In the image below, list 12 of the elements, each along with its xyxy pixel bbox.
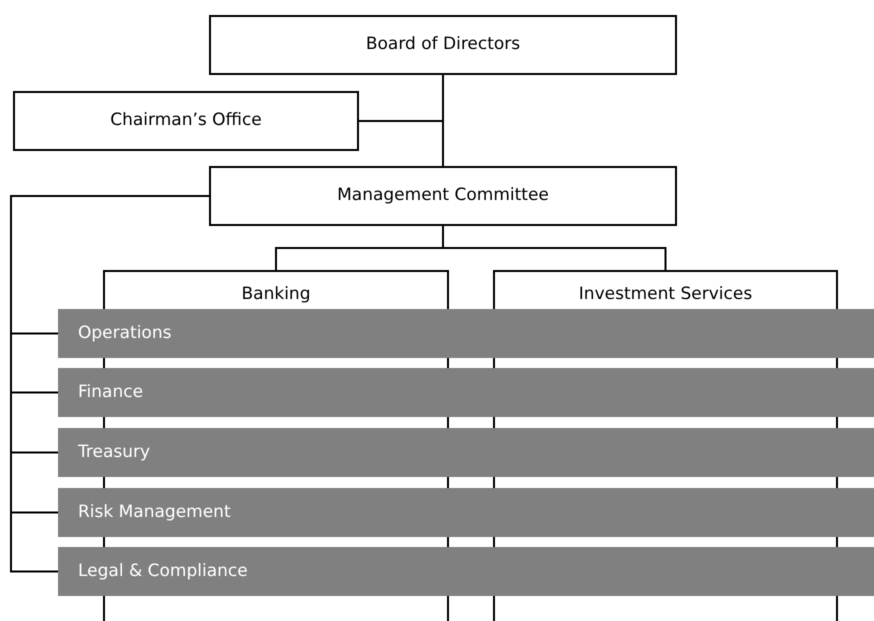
function-band: Risk Management bbox=[58, 488, 874, 537]
org-box: Board of Directors bbox=[209, 15, 677, 75]
org-box: Management Committee bbox=[209, 166, 677, 226]
connector-line bbox=[442, 75, 444, 166]
org-box: Chairman’s Office bbox=[13, 91, 359, 151]
function-band: Finance bbox=[58, 368, 874, 417]
division-column: Banking bbox=[103, 270, 449, 309]
function-band: Legal & Compliance bbox=[58, 547, 874, 596]
division-column: Investment Services bbox=[493, 270, 838, 309]
connector-line bbox=[442, 226, 666, 270]
function-band: Treasury bbox=[58, 428, 874, 477]
function-band: Operations bbox=[58, 309, 874, 358]
